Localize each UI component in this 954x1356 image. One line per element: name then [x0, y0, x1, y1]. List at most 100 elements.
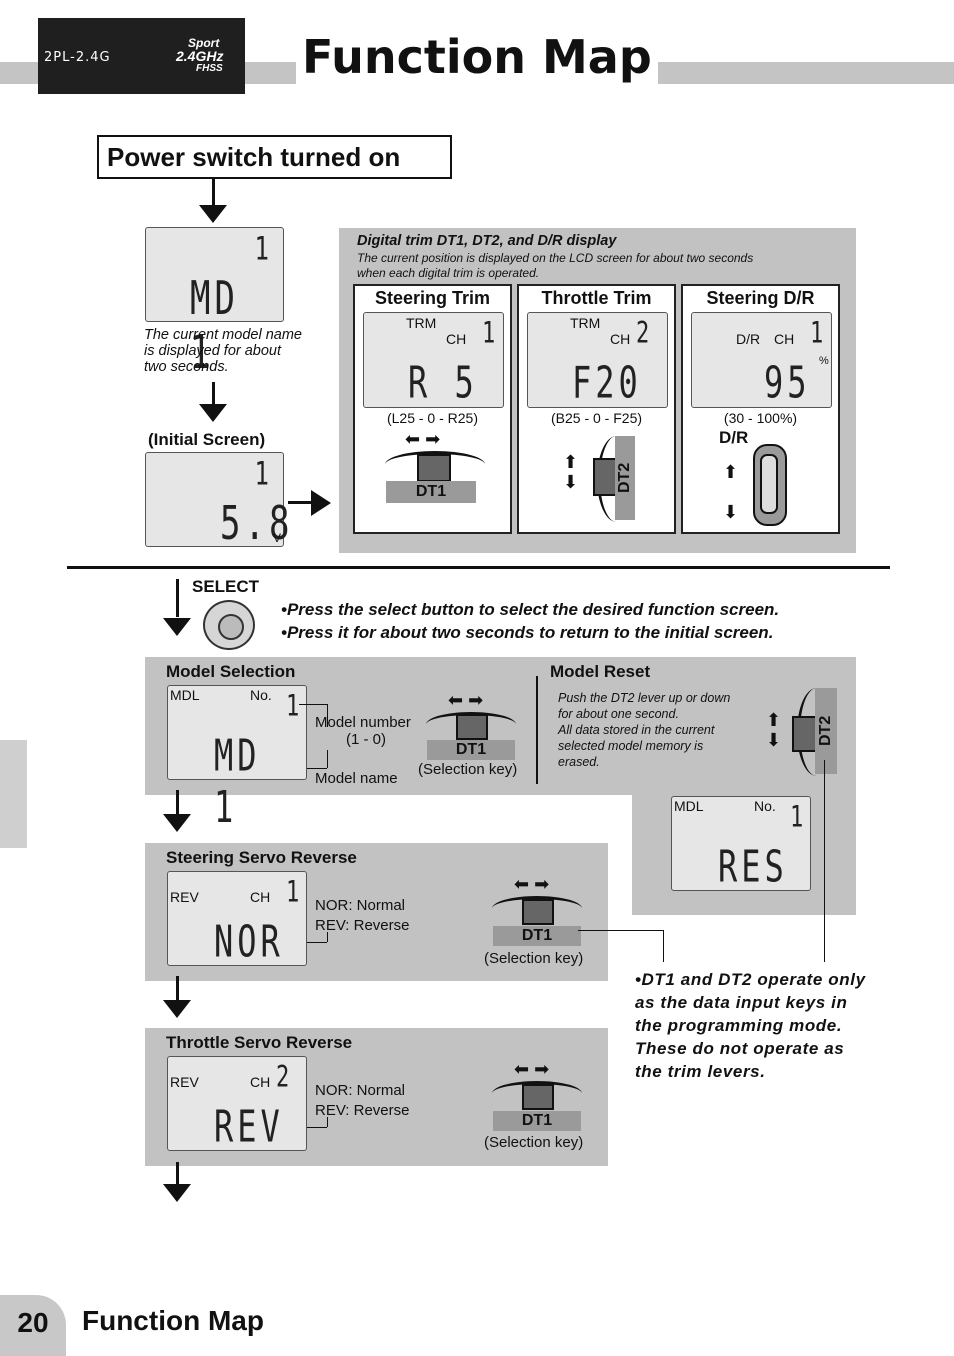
option-reverse: REV: Reverse — [315, 1102, 410, 1119]
lcd-no: No. — [250, 687, 272, 703]
arrow-down-icon — [163, 618, 191, 636]
desc-line: when each digital trim is operated. — [357, 266, 540, 280]
model-number-label: Model number — [315, 714, 411, 731]
lcd-dr-value: 95 — [764, 357, 811, 409]
trim-lever-icon — [456, 714, 488, 740]
footer-title: Function Map — [82, 1305, 264, 1336]
lcd-trim-value: R 5 — [408, 357, 478, 409]
flow-line — [176, 790, 179, 816]
lcd-reverse-value: NOR — [214, 916, 284, 968]
logo-sport-text: Sport — [188, 36, 220, 50]
desc-line: selected model memory is — [558, 739, 704, 753]
arrow-down-icon — [163, 1000, 191, 1018]
model-number-range: (1 - 0) — [346, 731, 387, 748]
leader-line — [307, 1127, 327, 1128]
startup-caption: The current model name is displayed for … — [144, 327, 302, 375]
dt1-label: DT1 — [493, 1111, 581, 1131]
trim-range: (L25 - 0 - R25) — [386, 410, 479, 426]
trim-lever-icon — [522, 899, 554, 925]
desc-line: erased. — [558, 755, 600, 769]
product-logo — [38, 18, 245, 94]
select-note: •Press it for about two seconds to retur… — [281, 623, 774, 642]
model-selection-title: Model Selection — [166, 662, 296, 681]
leader-line — [327, 1117, 328, 1127]
select-label: SELECT — [192, 577, 260, 596]
panel-separator — [536, 676, 538, 784]
model-reset-title: Model Reset — [550, 662, 651, 681]
card-title: Steering D/R — [706, 288, 815, 308]
steering-dr-card: Steering D/R D/R CH 1 95 % (30 - 100%) D… — [681, 284, 840, 534]
left-right-arrows-icon: ⬅ ➡ — [514, 1059, 550, 1079]
lcd-mdl: MDL — [674, 798, 704, 814]
note-line: the programming mode. — [635, 1016, 843, 1035]
initial-screen-label: (Initial Screen) — [148, 430, 266, 449]
arrow-right-icon — [311, 490, 331, 516]
throttle-reverse-lcd: REV CH 2 REV — [167, 1056, 307, 1152]
lcd-model-num: 1 — [790, 801, 808, 835]
leader-line — [663, 930, 664, 962]
logo-main-text: 2PL-2.4G — [44, 50, 111, 65]
trim-lever-icon — [417, 454, 451, 482]
select-button[interactable] — [203, 600, 255, 650]
dial-arc — [426, 712, 516, 737]
up-down-arrows-icon: ⬆⬇ — [723, 462, 739, 522]
steering-reverse-title: Steering Servo Reverse — [166, 848, 357, 867]
lcd-ch-num: 1 — [286, 876, 304, 910]
arrow-down-icon — [199, 205, 227, 223]
select-note: •Press the select button to select the d… — [281, 600, 780, 619]
steering-trim-lcd: TRM CH 1 R 5 — [363, 312, 504, 408]
selection-key-caption: (Selection key) — [484, 1134, 584, 1151]
dr-knob-icon — [753, 444, 787, 526]
leader-line — [307, 942, 327, 943]
power-switch-box: Power switch turned on — [97, 135, 452, 179]
trim-panel-desc: The current position is displayed on the… — [357, 251, 753, 281]
lcd-rev: REV — [170, 1074, 199, 1090]
steering-trim-card: Steering Trim TRM CH 1 R 5 (L25 - 0 - R2… — [353, 284, 512, 534]
leader-line — [299, 704, 327, 705]
note-line: These do not operate as — [635, 1039, 845, 1058]
card-title: Throttle Trim — [541, 288, 652, 308]
lcd-trim-value: F20 — [572, 357, 642, 409]
dt2-label: DT2 — [615, 436, 635, 520]
dt-note: •DT1 and DT2 operate only as the data in… — [635, 968, 866, 1083]
note-line: the trim levers. — [635, 1062, 766, 1081]
page-number: 20 — [0, 1295, 66, 1356]
leader-line — [327, 750, 328, 768]
dt1-label: DT1 — [427, 740, 515, 760]
dial-arc — [385, 451, 485, 478]
left-right-arrows-icon: ⬅ ➡ — [405, 429, 441, 449]
lcd-ch: CH — [774, 331, 795, 347]
up-down-arrows-icon: ⬆⬇ — [766, 710, 782, 750]
flow-line — [176, 976, 179, 1002]
caption-line: two seconds. — [144, 359, 229, 375]
lcd-dr: D/R — [736, 331, 761, 347]
startup-lcd: 1 MD 1 — [145, 227, 284, 380]
desc-line: The current position is displayed on the… — [357, 251, 754, 265]
leader-line — [327, 932, 328, 942]
desc-line: for about one second. — [558, 707, 679, 721]
left-right-arrows-icon: ⬅ ➡ — [448, 690, 484, 710]
lcd-ch-num: 2 — [276, 1061, 294, 1095]
desc-line: All data stored in the current — [558, 723, 715, 737]
flow-line — [212, 382, 215, 406]
section-divider — [67, 566, 890, 569]
option-normal: NOR: Normal — [315, 897, 406, 914]
steering-dr-lcd: D/R CH 1 95 % — [691, 312, 832, 408]
lcd-unit: V — [272, 531, 281, 545]
arrow-down-icon — [163, 814, 191, 832]
model-reset-lcd: MDL No. 1 RES — [671, 796, 811, 893]
throttle-reverse-title: Throttle Servo Reverse — [166, 1033, 353, 1052]
arrow-down-icon — [163, 1184, 191, 1202]
logo-ghz-text: 2.4GHz — [176, 48, 224, 64]
note-line: as the data input keys in — [635, 993, 848, 1012]
dial-arc — [492, 1081, 582, 1106]
lcd-ch-num: 1 — [482, 317, 500, 351]
throttle-trim-lcd: TRM CH 2 F20 — [527, 312, 668, 408]
logo-fhss-text: FHSS — [196, 63, 223, 74]
lcd-ch: CH — [250, 1074, 271, 1090]
selection-key-caption: (Selection key) — [418, 761, 518, 778]
lcd-reset-value: RES — [718, 841, 788, 893]
dt1-label: DT1 — [493, 926, 581, 946]
lcd-ch-num: 2 — [636, 317, 654, 351]
lcd-ch: CH — [446, 331, 467, 347]
